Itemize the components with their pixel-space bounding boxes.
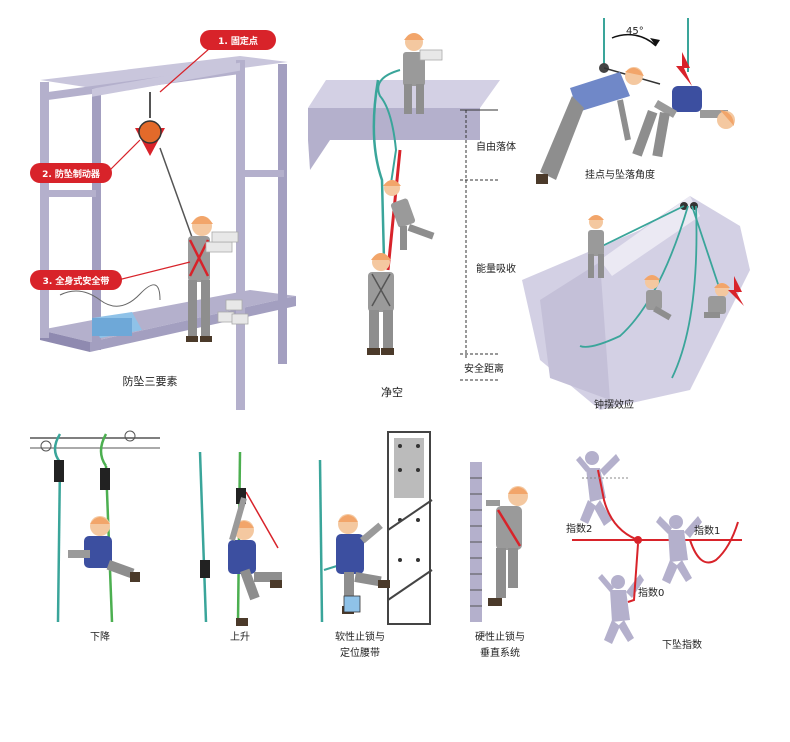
worker-pendulum-3 [704, 276, 744, 318]
worker-soft-lock [336, 514, 390, 614]
worker-rigid-lock [486, 486, 528, 606]
panel-rigid-lock: 硬性止锁与 垂直系统 [470, 462, 528, 659]
caption-angle: 挂点与坠落角度 [585, 168, 655, 181]
caption-rigid-lock-1: 硬性止锁与 [475, 630, 525, 643]
worker-top [403, 33, 443, 114]
caption-ascend: 上升 [230, 631, 250, 643]
panel-descend: 下降 [30, 430, 160, 643]
worker-figure [186, 216, 239, 342]
panel-fall-factor: 指数2 指数1 指数0 下坠指数 [566, 451, 742, 651]
worker-pendulum-2 [644, 275, 672, 321]
worker-bottom [367, 253, 394, 355]
caption-descend: 下降 [90, 630, 110, 643]
lightning-icon [676, 52, 692, 86]
climber-factor-1 [656, 515, 702, 584]
worker-ascend [228, 497, 282, 626]
panel-soft-lock: 软性止锁与 定位腰带 [318, 431, 433, 659]
caption-clearance: 净空 [381, 385, 403, 399]
segment-free-fall: 自由落体 [476, 140, 516, 153]
caption-soft-lock-2: 定位腰带 [340, 646, 380, 659]
climber-factor-0 [598, 574, 644, 644]
panel-clearance: 自由落体 能量吸收 安全距离 净空 [308, 33, 516, 399]
caption-pendulum: 钟摆效应 [594, 398, 634, 411]
label-factor-1: 指数1 [694, 524, 720, 537]
worker-angled [536, 67, 644, 184]
caption-three-elements: 防坠三要素 [123, 374, 178, 388]
panel-pendulum: 钟摆效应 [522, 196, 750, 411]
panel-angle: 45° 挂点与坠落角度 [536, 18, 735, 184]
tag-anchor-point: 1. 固定点 [200, 30, 276, 50]
segment-safe-distance: 安全距离 [464, 362, 504, 375]
segment-energy-absorb: 能量吸收 [476, 262, 516, 275]
caption-soft-lock-1: 软性止锁与 [335, 630, 385, 643]
panel-ascend: 上升 [198, 451, 282, 643]
worker-descend [68, 516, 140, 582]
tag-full-body-harness: 3. 全身式安全带 [30, 270, 122, 290]
worker-pendulum-1 [588, 215, 604, 278]
worker-falling [383, 180, 435, 250]
angle-label: 45° [626, 26, 644, 37]
tag-fall-arrester: 2. 防坠制动器 [30, 163, 112, 183]
svg-text:1. 固定点: 1. 固定点 [218, 35, 258, 47]
label-factor-2: 指数2 [566, 522, 592, 535]
angle-arc-icon [611, 33, 657, 47]
worker-hanging [632, 86, 735, 158]
caption-rigid-lock-2: 垂直系统 [480, 646, 520, 659]
panel-three-elements: 1. 固定点 2. 防坠制动器 3. 全身式安全带 防坠三要素 [30, 30, 296, 410]
caption-fall-factor: 下坠指数 [662, 638, 702, 651]
climber-factor-2 [576, 451, 620, 526]
svg-text:3. 全身式安全带: 3. 全身式安全带 [43, 275, 110, 287]
label-factor-0: 指数0 [638, 586, 664, 599]
svg-text:2. 防坠制动器: 2. 防坠制动器 [42, 168, 101, 180]
